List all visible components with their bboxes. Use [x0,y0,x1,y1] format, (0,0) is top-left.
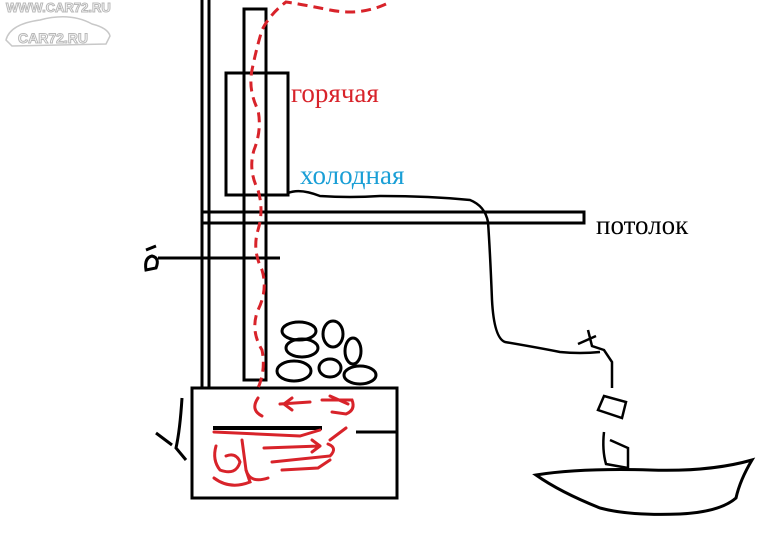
valve-left [144,244,280,272]
basin [532,457,756,516]
stove-side-mark [155,397,188,461]
label-cold: холодная [300,160,405,190]
hot-flow-chimney [249,0,387,389]
watermark-car-icon [5,16,111,47]
watermark-logo-text: CAR72.RU [17,30,89,47]
watermark-url: WWW.CAR72.RU [6,0,112,16]
ceiling-slab [200,210,586,225]
stove-body [190,386,399,500]
cold-water-hose [287,189,601,355]
fire-flows [212,394,355,487]
wall [200,0,211,388]
tap-right [577,329,630,470]
stones [275,319,378,386]
label-hot: горячая [291,78,379,108]
label-ceiling: потолок [596,210,689,240]
water-tank [224,71,290,197]
